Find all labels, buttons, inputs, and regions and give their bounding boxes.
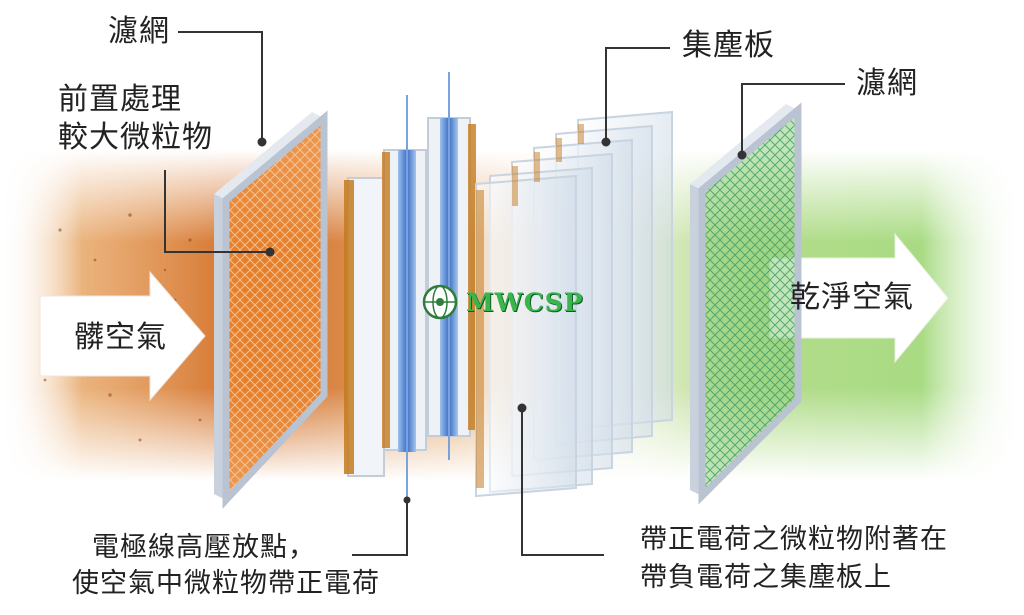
pre-treatment-label-line1: 前置處理 xyxy=(58,82,182,117)
globe-logo-icon xyxy=(422,284,458,320)
collector-desc-label-line2: 帶負電荷之集塵板上 xyxy=(640,562,892,593)
electrode-label-line2: 使空氣中微粒物帶正電荷 xyxy=(72,568,380,599)
collector-plates xyxy=(475,110,673,498)
watermark-text: MWCSP xyxy=(466,288,584,317)
filter-right xyxy=(690,102,802,505)
filter-left-label: 濾網 xyxy=(108,14,170,49)
right-arrow-icon xyxy=(39,270,206,402)
dirty-air-label: 髒空氣 xyxy=(74,320,167,355)
electrode-label-line1: 電極線高壓放點， xyxy=(92,532,316,563)
pre-treatment-label-line2: 較大微粒物 xyxy=(58,120,213,155)
filter-right-label: 濾網 xyxy=(856,66,918,101)
ionizer-section xyxy=(344,72,476,504)
clean-air-label: 乾淨空氣 xyxy=(790,280,914,315)
collector-plates-label: 集塵板 xyxy=(682,28,775,63)
collector-desc-label-line1: 帶正電荷之微粒物附著在 xyxy=(640,524,948,555)
leader-lines xyxy=(164,31,845,556)
pre-filter-left xyxy=(214,110,328,509)
